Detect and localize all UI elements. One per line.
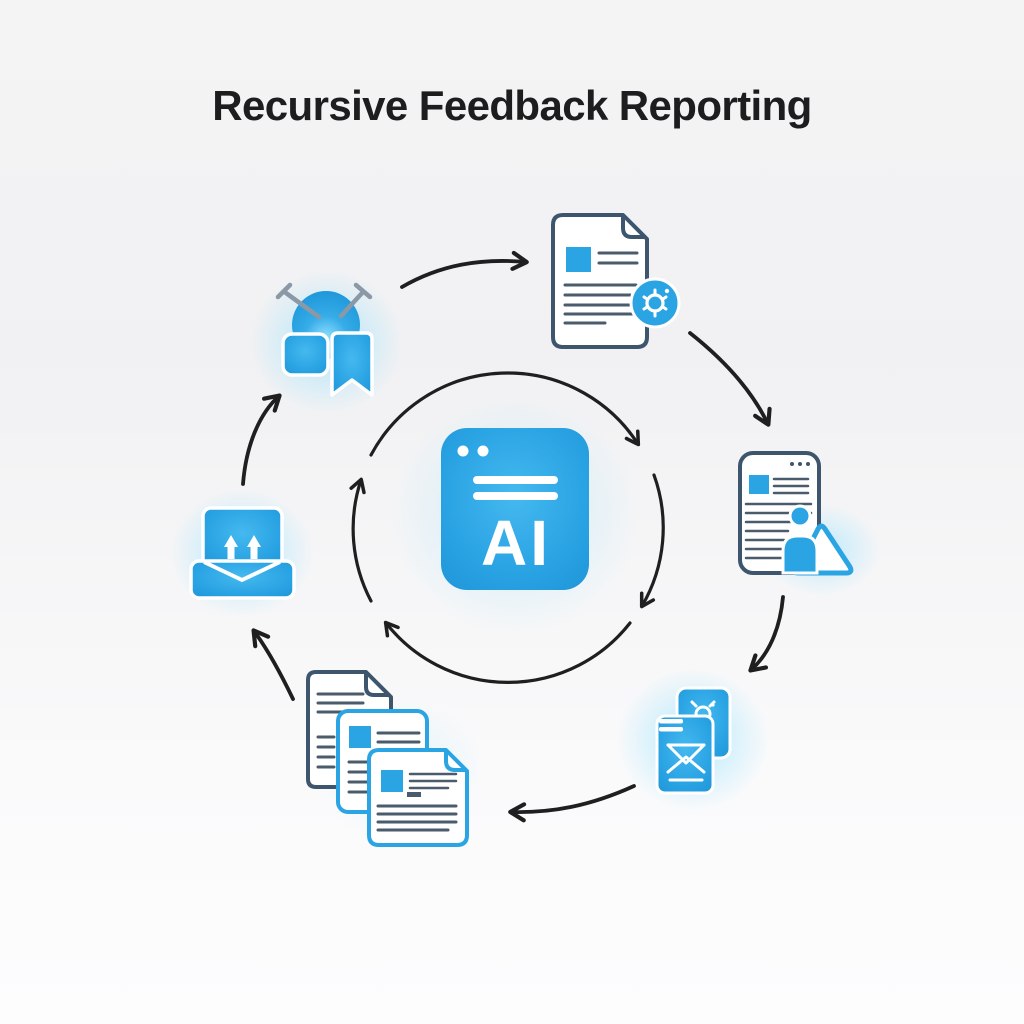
arrow-inbox-to-topleft (241, 393, 282, 486)
card-stripe (659, 727, 683, 732)
inbox-top-box (201, 506, 284, 570)
ring-arc-left (349, 477, 373, 603)
push-pin-icon (275, 282, 373, 320)
ai-panel-line (473, 476, 558, 484)
ai-panel-dot (457, 445, 469, 457)
pinned-bookmark-icon (275, 282, 374, 397)
bookmark-ribbon (330, 331, 374, 397)
ring-arc-top (369, 371, 641, 457)
person-icon (781, 504, 819, 575)
card-menu-dots (790, 462, 810, 466)
document-fold-corner (621, 216, 645, 239)
upload-arrow-icon (247, 535, 261, 559)
arrow-topright-to-right (688, 331, 772, 427)
report-thumbnail (749, 475, 769, 494)
stack-doc-back-fold (364, 673, 389, 697)
ai-panel-dot (477, 445, 489, 457)
envelope-card (655, 714, 715, 795)
document-thumbnail (566, 247, 591, 272)
ai-panel-line (473, 492, 558, 500)
inbox-tray-notch (203, 560, 281, 582)
stack-doc-back-lines (316, 692, 365, 769)
card-stripe (659, 719, 683, 724)
arrow-bottomright-to-stack (508, 784, 636, 823)
bookmark-square (281, 332, 330, 377)
inbox-upload-icon (189, 506, 296, 600)
gear-badge-icon (629, 277, 681, 329)
alert-envelope-cards-icon (655, 686, 732, 795)
arrow-topleft-to-topright (400, 250, 529, 289)
document-outline (551, 213, 649, 349)
document-text-lines (563, 251, 639, 325)
page-title: Recursive Feedback Reporting (212, 82, 812, 129)
document-gear-icon (551, 213, 681, 349)
arrow-stack-to-inbox (251, 628, 295, 701)
ai-panel-body (441, 428, 589, 590)
report-person-image-icon (738, 451, 854, 576)
stack-doc-middle-thumb (349, 726, 371, 748)
arrow-right-to-bottomright (748, 595, 785, 673)
ai-panel-icon: AI (441, 428, 589, 590)
stack-doc-front-thumb (381, 770, 403, 792)
upload-arrow-icon (224, 535, 238, 559)
outer-flow-arrows (241, 250, 785, 823)
document-stack-icon (306, 670, 469, 847)
ring-arc-right (639, 473, 665, 609)
ring-arc-bottom (383, 620, 632, 684)
stack-doc-front-lines (376, 772, 458, 832)
envelope-icon (666, 743, 706, 782)
ai-label: AI (481, 507, 551, 579)
stack-doc-front-fold (444, 751, 466, 772)
inner-cycle-ring (349, 371, 665, 684)
